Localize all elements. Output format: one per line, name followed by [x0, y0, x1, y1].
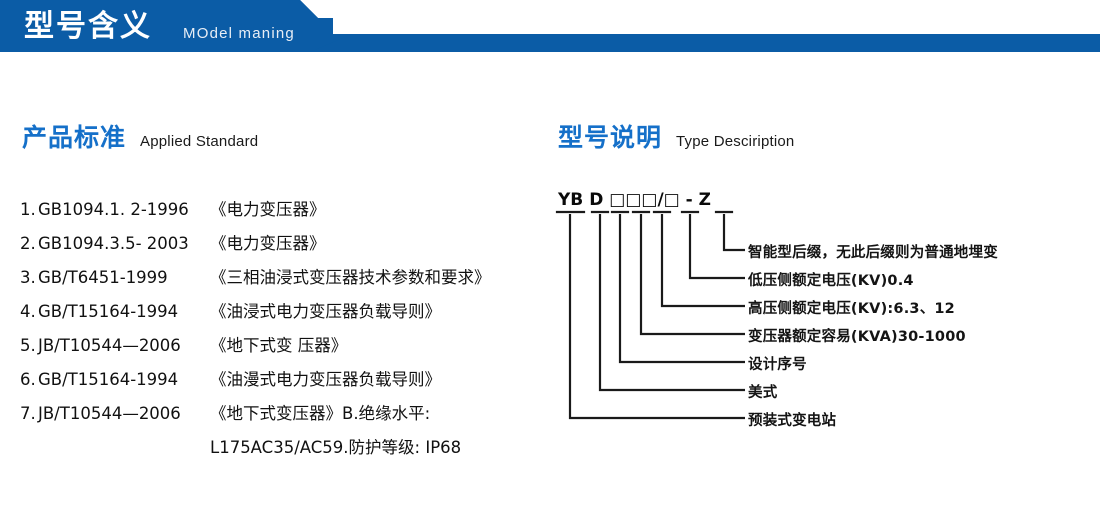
item-code: JB/T10544—2006	[38, 336, 181, 355]
type-label: 高压侧额定电压(KV):6.3、12	[748, 301, 955, 317]
banner-title: 型号含义	[24, 9, 152, 44]
type-label: 美式	[748, 385, 778, 401]
list-item: 2. GB1094.3.5- 2003 《电力变压器》	[20, 230, 550, 264]
item-title: 《油浸式电力变压器负载导则》	[210, 302, 441, 321]
type-label: 预装式变电站	[748, 413, 837, 429]
list-item: 7. JB/T10544—2006 《地下式变压器》B.绝缘水平:	[20, 400, 550, 434]
section-heading-en: Applied Standard	[140, 133, 259, 150]
code-segment-box1: □	[609, 190, 626, 210]
item-title: 《油漫式电力变压器负载导则》	[210, 370, 441, 389]
item-number: 1.	[20, 200, 36, 219]
item-title: 《电力变压器》	[210, 234, 326, 253]
item-number: 5.	[20, 336, 36, 355]
list-item: 6. GB/T15164-1994 《油漫式电力变压器负载导则》	[20, 366, 550, 400]
section-heading-cn: 产品标准	[22, 123, 127, 152]
standards-list: 1. GB1094.1. 2-1996 《电力变压器》 2. GB1094.3.…	[20, 196, 550, 468]
type-label: 变压器额定容易(KVA)30-1000	[748, 329, 966, 345]
list-item: 3. GB/T6451-1999 《三相油浸式变压器技术参数和要求》	[20, 264, 550, 298]
item-number: 6.	[20, 370, 36, 389]
type-code-string: YB D □□□/□ - Z	[558, 190, 711, 210]
item-title: 《地下式变 压器》	[210, 336, 348, 355]
item-title: 《电力变压器》	[210, 200, 326, 219]
leader-lines	[555, 210, 745, 420]
list-item: 5. JB/T10544—2006 《地下式变 压器》	[20, 332, 550, 366]
item-title: 《三相油浸式变压器技术参数和要求》	[210, 268, 491, 287]
section-heading-applied-standard: 产品标准 Applied Standard	[22, 118, 258, 154]
item-code: GB/T15164-1994	[38, 370, 179, 389]
item-title: 《地下式变压器》B.绝缘水平:	[210, 404, 431, 423]
banner-shape	[0, 0, 1100, 52]
type-label: 设计序号	[748, 357, 807, 373]
list-item: 1. GB1094.1. 2-1996 《电力变压器》	[20, 196, 550, 230]
item-number: 4.	[20, 302, 36, 321]
type-label: 智能型后缀，无此后缀则为普通地埋变	[748, 245, 998, 261]
item-code: GB1094.3.5- 2003	[38, 234, 189, 253]
type-label: 低压侧额定电压(KV)0.4	[748, 273, 914, 289]
item-code: GB1094.1. 2-1996	[38, 200, 189, 219]
code-segment-z: Z	[698, 190, 711, 210]
header-banner: 型号含义 MOdel maning	[0, 0, 1100, 58]
code-separator-dash: -	[685, 190, 693, 210]
code-segment-yb: YB	[558, 190, 584, 210]
item-code: GB/T6451-1999	[38, 268, 168, 287]
type-code-diagram: YB D □□□/□ - Z	[548, 190, 1100, 440]
code-separator-slash: /	[657, 190, 664, 210]
item-number: 3.	[20, 268, 36, 287]
section-heading-type-description: 型号说明 Type Desciription	[558, 118, 794, 154]
item-number: 7.	[20, 404, 36, 423]
code-segment-box4: □	[663, 190, 680, 210]
section-heading-en: Type Desciription	[676, 133, 795, 150]
type-label-list: 智能型后缀，无此后缀则为普通地埋变 低压侧额定电压(KV)0.4 高压侧额定电压…	[548, 190, 1100, 440]
code-segment-d: D	[589, 190, 604, 210]
list-item-continuation: L175AC35/AC59.防护等级: IP68	[210, 438, 462, 457]
item-code: JB/T10544—2006	[38, 404, 181, 423]
code-segment-box2: □	[625, 190, 642, 210]
item-code: GB/T15164-1994	[38, 302, 179, 321]
code-segment-box3: □	[641, 190, 658, 210]
item-number: 2.	[20, 234, 36, 253]
list-item: 4. GB/T15164-1994 《油浸式电力变压器负载导则》	[20, 298, 550, 332]
banner-subtitle: MOdel maning	[183, 25, 295, 42]
section-heading-cn: 型号说明	[558, 123, 663, 152]
